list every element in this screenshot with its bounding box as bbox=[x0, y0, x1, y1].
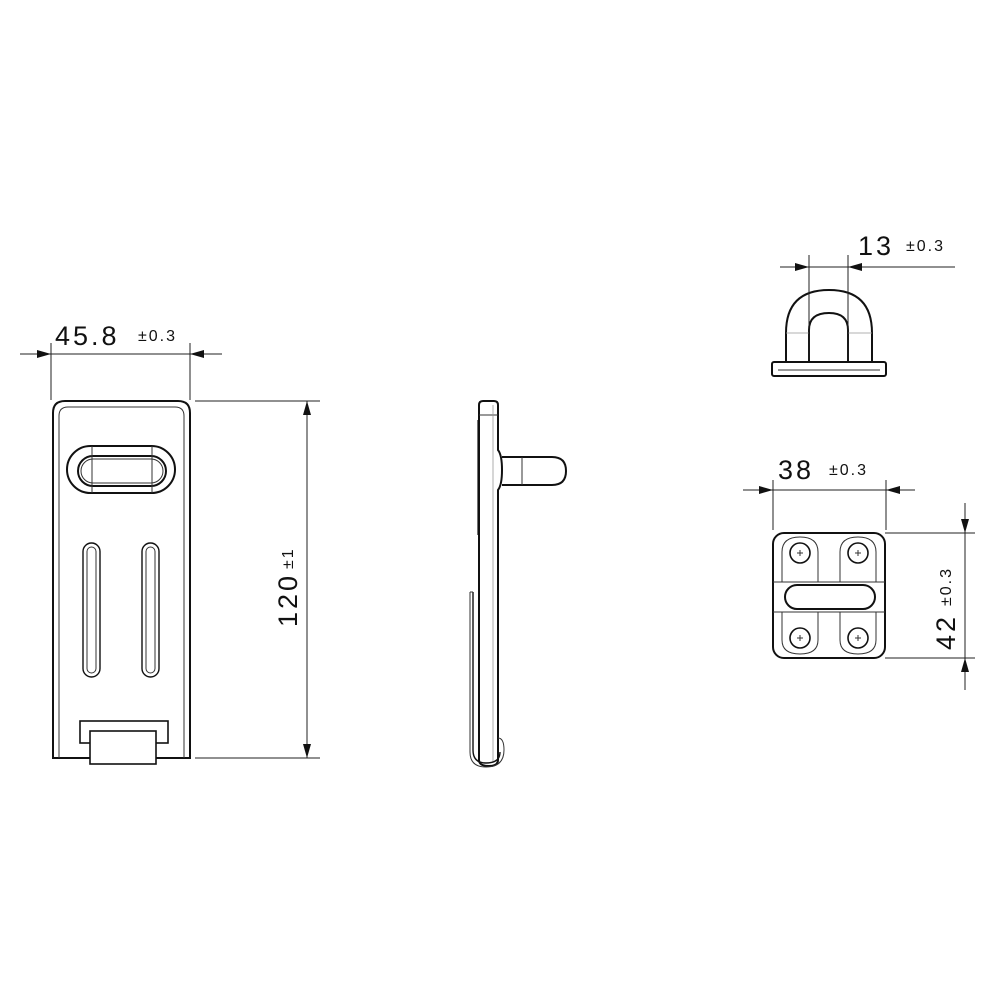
staple-loop-width-value: 13 bbox=[858, 231, 894, 261]
screw-hole-icon bbox=[789, 542, 869, 649]
dimension-hasp-length: 120 ±1 bbox=[195, 400, 320, 759]
hasp-side-view bbox=[469, 400, 568, 768]
hasp-width-tolerance: ±0.3 bbox=[138, 328, 177, 345]
hasp-front-view bbox=[52, 400, 191, 765]
dimension-staple-loop-width: 13 ±0.3 bbox=[780, 231, 955, 360]
staple-loop-width-tolerance: ±0.3 bbox=[906, 238, 945, 255]
staple-plate-height-tolerance: ±0.3 bbox=[938, 567, 955, 606]
staple-plate-width-value: 38 bbox=[778, 455, 814, 485]
dimension-staple-plate-height: 42 ±0.3 bbox=[885, 503, 975, 690]
dimension-staple-plate-width: 38 ±0.3 bbox=[743, 455, 915, 530]
staple-side-view bbox=[771, 288, 887, 377]
hasp-length-tolerance: ±1 bbox=[280, 547, 297, 569]
dimension-hasp-width: 45.8 ±0.3 bbox=[20, 321, 222, 400]
staple-plate-width-tolerance: ±0.3 bbox=[829, 462, 868, 479]
staple-front-view bbox=[772, 532, 886, 659]
staple-plate-height-value: 42 bbox=[931, 614, 961, 650]
hasp-length-value: 120 bbox=[273, 573, 303, 627]
hasp-width-value: 45.8 bbox=[55, 321, 120, 351]
